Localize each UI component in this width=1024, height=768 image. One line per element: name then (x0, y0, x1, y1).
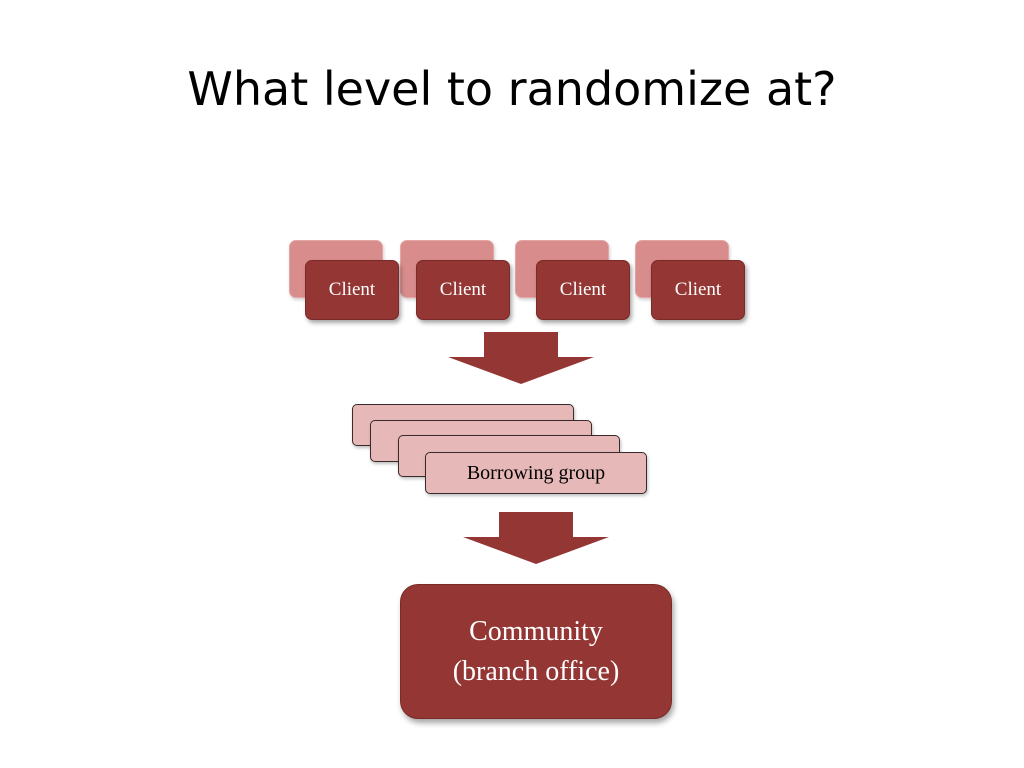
client-label: Client (674, 279, 722, 300)
client-box: Client (651, 260, 745, 320)
community-label: Community (469, 615, 603, 647)
community-sublabel: (branch office) (452, 655, 620, 687)
client-box: Client (305, 260, 399, 320)
client-label: Client (439, 279, 487, 300)
down-arrow-icon (463, 512, 609, 564)
slide-title: What level to randomize at? (187, 62, 837, 116)
client-box: Client (416, 260, 510, 320)
down-arrow-icon (448, 332, 594, 384)
client-label: Client (328, 279, 376, 300)
client-box: Client (536, 260, 630, 320)
client-label: Client (559, 279, 607, 300)
borrowing-group-label: Borrowing group (466, 461, 606, 484)
borrowing-group-box: Borrowing group (425, 452, 647, 494)
community-box: Community (branch office) (400, 584, 672, 719)
